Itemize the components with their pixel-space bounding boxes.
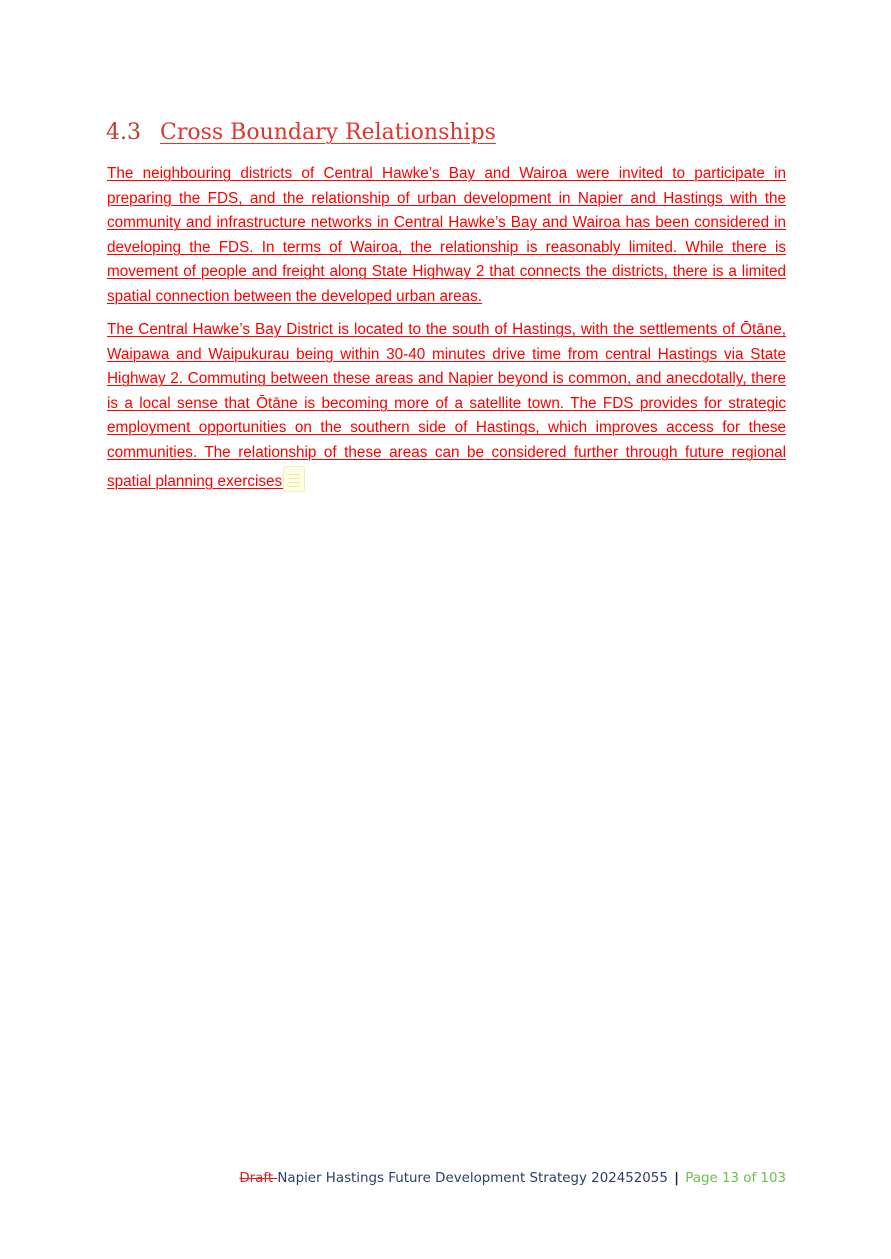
- paragraph-text: The neighbouring districts of Central Ha…: [107, 165, 786, 305]
- paragraph-wairoa: The neighbouring districts of Central Ha…: [107, 162, 786, 310]
- paragraph-text: The Central Hawke’s Bay District is loca…: [107, 321, 786, 490]
- section-title: Cross Boundary Relationships: [160, 120, 496, 145]
- section-number: 4.3: [106, 120, 141, 145]
- footer-document-title: Napier Hastings Future Development Strat…: [277, 1171, 668, 1186]
- page-footer: Draft Napier Hastings Future Development…: [239, 1169, 786, 1189]
- footer-draft-deleted: Draft: [239, 1171, 278, 1186]
- section-heading: 4.3 Cross Boundary Relationships: [106, 117, 786, 149]
- paragraph-central-hawkes-bay: The Central Hawke’s Bay District is loca…: [107, 318, 786, 494]
- comment-note-icon[interactable]: [283, 465, 306, 492]
- footer-separator: |: [674, 1171, 680, 1186]
- footer-page-number: Page 13 of 103: [685, 1171, 786, 1186]
